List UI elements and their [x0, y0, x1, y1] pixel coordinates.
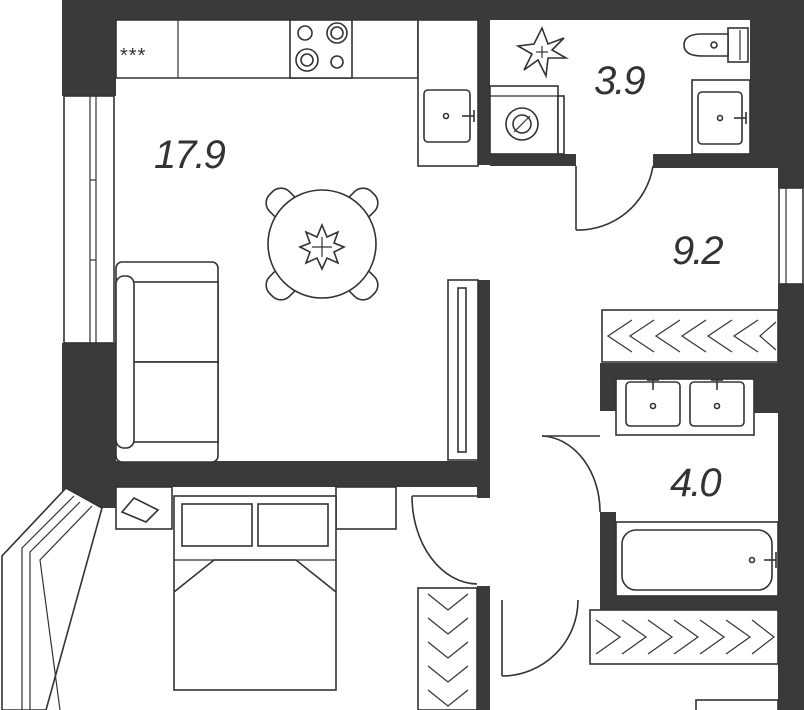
hallway-wardrobe-lower: [589, 609, 779, 665]
bedroom-door-swing: [411, 495, 579, 677]
room-area-kitchen-living: 17.9: [154, 133, 226, 177]
window-living: [63, 95, 115, 344]
stove-mark: ***: [120, 45, 146, 67]
wc-door-swing: [575, 165, 654, 231]
bathroom-door-swing: [541, 435, 601, 513]
wc-sink-icon: [691, 79, 751, 155]
bay-window-bedroom: [1, 486, 103, 710]
washing-machine-icon: [489, 85, 565, 155]
bathtub-icon: [615, 521, 779, 597]
room-area-hallway: 9.2: [672, 229, 723, 273]
nightstand-right: [335, 486, 397, 530]
window-hallway: [778, 187, 804, 285]
flower-icon: [515, 26, 570, 79]
room-area-wc: 3.9: [594, 59, 645, 103]
room-area-bathroom: 4.0: [670, 461, 721, 505]
walls: [62, 0, 804, 710]
plant-icon: [298, 222, 346, 271]
cooktop-icon: [289, 19, 353, 79]
toilet-icon: [683, 27, 749, 63]
double-sink-icon: [615, 378, 755, 436]
entry-cabinet: [695, 699, 779, 710]
kitchen-sink-icon: [423, 89, 475, 143]
bedroom-wardrobe: [417, 587, 478, 710]
tv-unit-icon: [447, 279, 479, 461]
nightstand-left: [115, 486, 173, 530]
sofa-icon: [115, 261, 219, 463]
bed-icon: [173, 495, 337, 691]
hallway-wardrobe: [601, 309, 779, 363]
